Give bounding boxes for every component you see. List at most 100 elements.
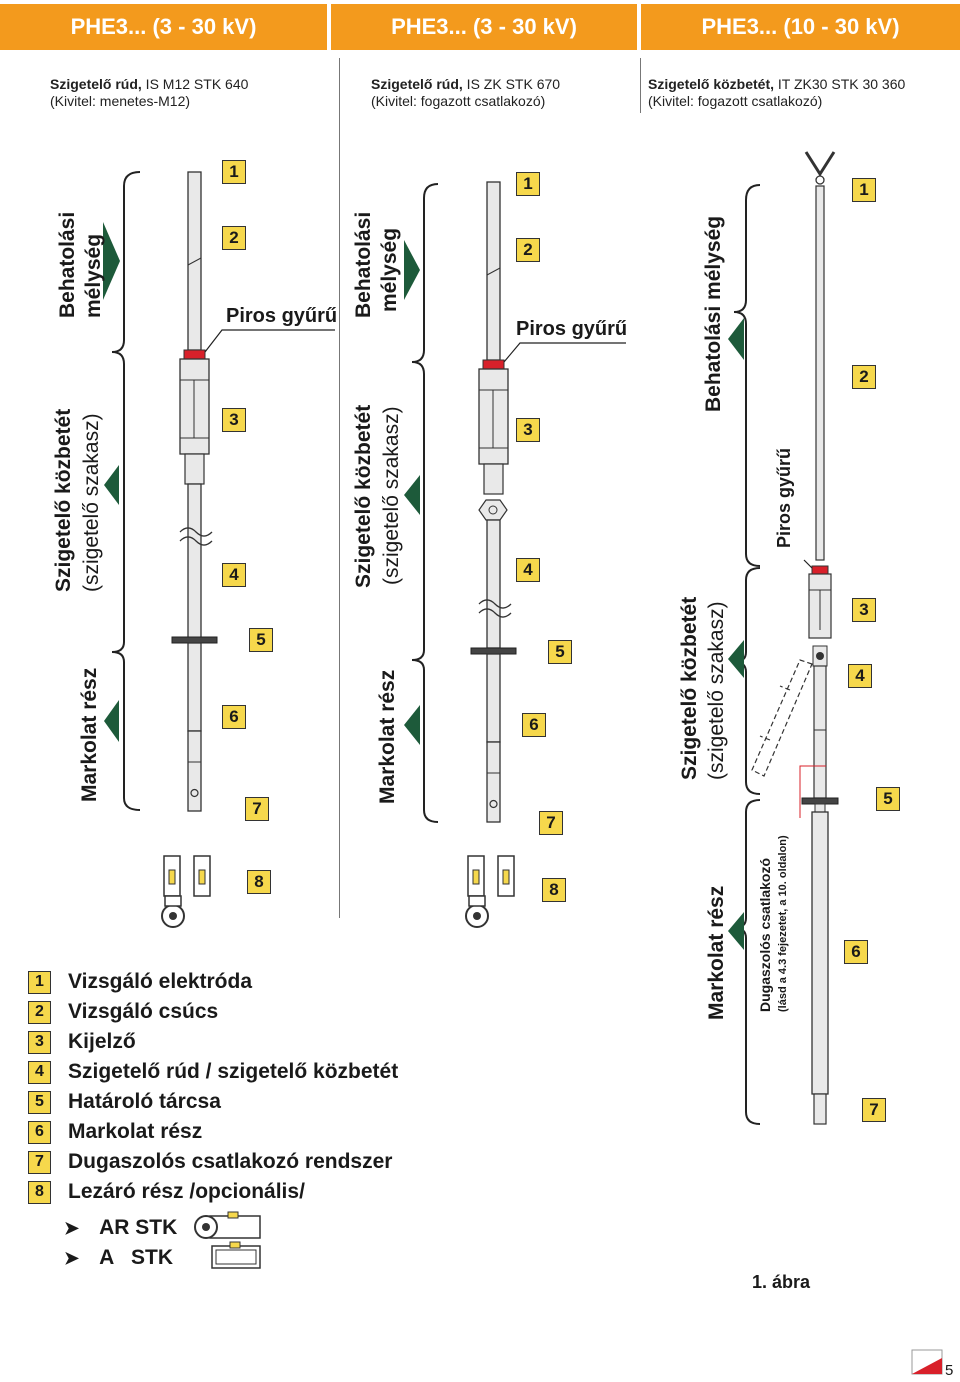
column-1-title: Szigetelő rúd, IS M12 STK 640 (Kivitel: … xyxy=(50,76,249,109)
handle-3 xyxy=(811,811,829,1095)
label-insert-3-line1: Szigetelő közbetét xyxy=(678,596,701,780)
number-badge: 6 xyxy=(28,1120,51,1144)
number-badge: 1 xyxy=(28,970,51,994)
legend-text: Vizsgáló elektróda xyxy=(68,970,253,993)
end-caps-1 xyxy=(161,855,211,928)
label-red-ring-1: Piros gyűrű xyxy=(226,305,338,327)
arrow-insert-3 xyxy=(728,640,744,678)
handle-2 xyxy=(486,741,501,823)
legend-item: 2 Vizsgáló csúcs xyxy=(28,997,398,1027)
end-caps-2 xyxy=(465,855,515,928)
callout-badge-5: 5 xyxy=(876,787,900,811)
arrow-insert-1 xyxy=(104,465,119,505)
legend-text: Vizsgáló csúcs xyxy=(68,1000,219,1023)
column-divider-1 xyxy=(339,58,340,918)
legend-item: 7 Dugaszolós csatlakozó rendszer xyxy=(28,1147,398,1177)
callout-badge-4: 4 xyxy=(222,563,246,587)
callout-badge-1: 1 xyxy=(222,160,246,184)
callout-badge-2: 2 xyxy=(222,226,246,250)
callout-badge-6: 6 xyxy=(844,940,868,964)
hook-electrode xyxy=(804,151,836,177)
callout-badge-7: 7 xyxy=(539,811,563,835)
callout-badge-8: 8 xyxy=(247,870,271,894)
callout-badge-5: 5 xyxy=(548,640,572,664)
label-plug-3-line2: (lásd a 4.3 fejezetet, a 10. oldalon) xyxy=(777,835,789,1012)
limit-disc-1 xyxy=(171,636,218,644)
label-insert-1-line1: Szigetelő közbetét xyxy=(52,408,75,592)
legend-item: 8 Lezáró rész /opcionális/ xyxy=(28,1177,398,1207)
label-depth-1-line2: mélység xyxy=(82,233,105,318)
arrow-depth-3 xyxy=(728,318,744,360)
pole-3 xyxy=(815,185,825,561)
arrow-handle-3 xyxy=(728,912,744,950)
brace-depth-1 xyxy=(111,171,141,365)
label-handle-3: Markolat rész xyxy=(705,885,728,1020)
label-depth-1-line1: Behatolási xyxy=(56,211,79,318)
legend-text: Határoló tárcsa xyxy=(68,1090,221,1113)
callout-badge-7: 7 xyxy=(862,1098,886,1122)
legend-item: 5 Határoló tárcsa xyxy=(28,1087,398,1117)
label-handle-1: Markolat rész xyxy=(78,667,101,802)
red-ring-1 xyxy=(183,349,206,360)
option-ar-stk: ➤ AR STK xyxy=(64,1214,177,1242)
callout-badge-3: 3 xyxy=(852,598,876,622)
option-a-stk: ➤ A STK xyxy=(64,1244,173,1272)
label-insert-1-line2: (szigetelő szakasz) xyxy=(80,413,103,592)
column-3-title: Szigetelő közbetét, IT ZK30 STK 30 360 (… xyxy=(648,76,906,109)
arrow-depth-1 xyxy=(103,222,120,300)
red-ring-2 xyxy=(482,359,505,370)
callout-badge-3: 3 xyxy=(222,408,246,432)
column-2-drawing xyxy=(404,181,626,928)
callout-badge-5: 5 xyxy=(249,628,273,652)
chevron-right-icon: ➤ xyxy=(64,1247,80,1268)
label-depth-2-line2: mélység xyxy=(378,227,401,312)
number-badge: 8 xyxy=(28,1180,51,1204)
label-red-ring-3: Piros gyűrű xyxy=(774,447,794,548)
chevron-right-icon: ➤ xyxy=(64,1217,80,1238)
callout-badge-6: 6 xyxy=(522,713,546,737)
header-bar-2: PHE3... (3 - 30 kV) xyxy=(331,4,637,50)
legend-text: Markolat rész xyxy=(68,1120,203,1143)
number-badge: 5 xyxy=(28,1090,51,1114)
ar-stk-icon xyxy=(194,1211,261,1239)
number-badge: 7 xyxy=(28,1150,51,1174)
brace-insert-1 xyxy=(111,364,141,811)
callout-badge-4: 4 xyxy=(516,558,540,582)
column-divider-2 xyxy=(640,58,641,113)
brace-insert-2 xyxy=(411,374,439,823)
legend: 1 Vizsgáló elektróda 2 Vizsgáló csúcs 3 Kijel… xyxy=(28,967,398,1207)
header-bar-3: PHE3... (10 - 30 kV) xyxy=(641,4,960,50)
label-insert-2-line2: (szigetelő szakasz) xyxy=(380,406,403,585)
handle-1 xyxy=(187,730,202,812)
figure-caption: 1. ábra xyxy=(752,1272,811,1292)
label-handle-2: Markolat rész xyxy=(376,669,399,804)
page-number: 5 xyxy=(945,1362,954,1379)
number-badge: 2 xyxy=(28,1000,51,1024)
option-ar-stk-label: AR STK xyxy=(99,1216,178,1239)
callout-badge-1: 1 xyxy=(516,172,540,196)
label-insert-3-line2: (szigetelő szakasz) xyxy=(705,601,728,780)
arrow-insert-2 xyxy=(404,475,420,515)
number-badge: 3 xyxy=(28,1030,51,1054)
label-insert-2-line1: Szigetelő közbetét xyxy=(352,404,375,588)
brace-depth-2 xyxy=(411,183,439,375)
callout-badge-4: 4 xyxy=(848,664,872,688)
legend-text: Szigetelő rúd / szigetelő közbetét xyxy=(68,1060,399,1083)
red-ring-3 xyxy=(811,565,829,575)
label-depth-3: Behatolási mélység xyxy=(702,215,725,412)
callout-badge-7: 7 xyxy=(245,797,269,821)
column-1-drawing xyxy=(103,171,335,928)
callout-badge-6: 6 xyxy=(222,705,246,729)
option-a-stk-label: A STK xyxy=(99,1246,173,1269)
a-stk-icon xyxy=(211,1241,261,1269)
legend-text: Dugaszolós csatlakozó rendszer xyxy=(68,1150,393,1173)
legend-item: 6 Markolat rész xyxy=(28,1117,398,1147)
legend-text: Kijelző xyxy=(68,1030,136,1053)
legend-item: 1 Vizsgáló elektróda xyxy=(28,967,398,997)
header-bar-1: PHE3... (3 - 30 kV) xyxy=(0,4,327,50)
arrow-handle-2 xyxy=(404,705,420,745)
callout-badge-1: 1 xyxy=(852,178,876,202)
legend-text: Lezáró rész /opcionális/ xyxy=(68,1180,305,1203)
